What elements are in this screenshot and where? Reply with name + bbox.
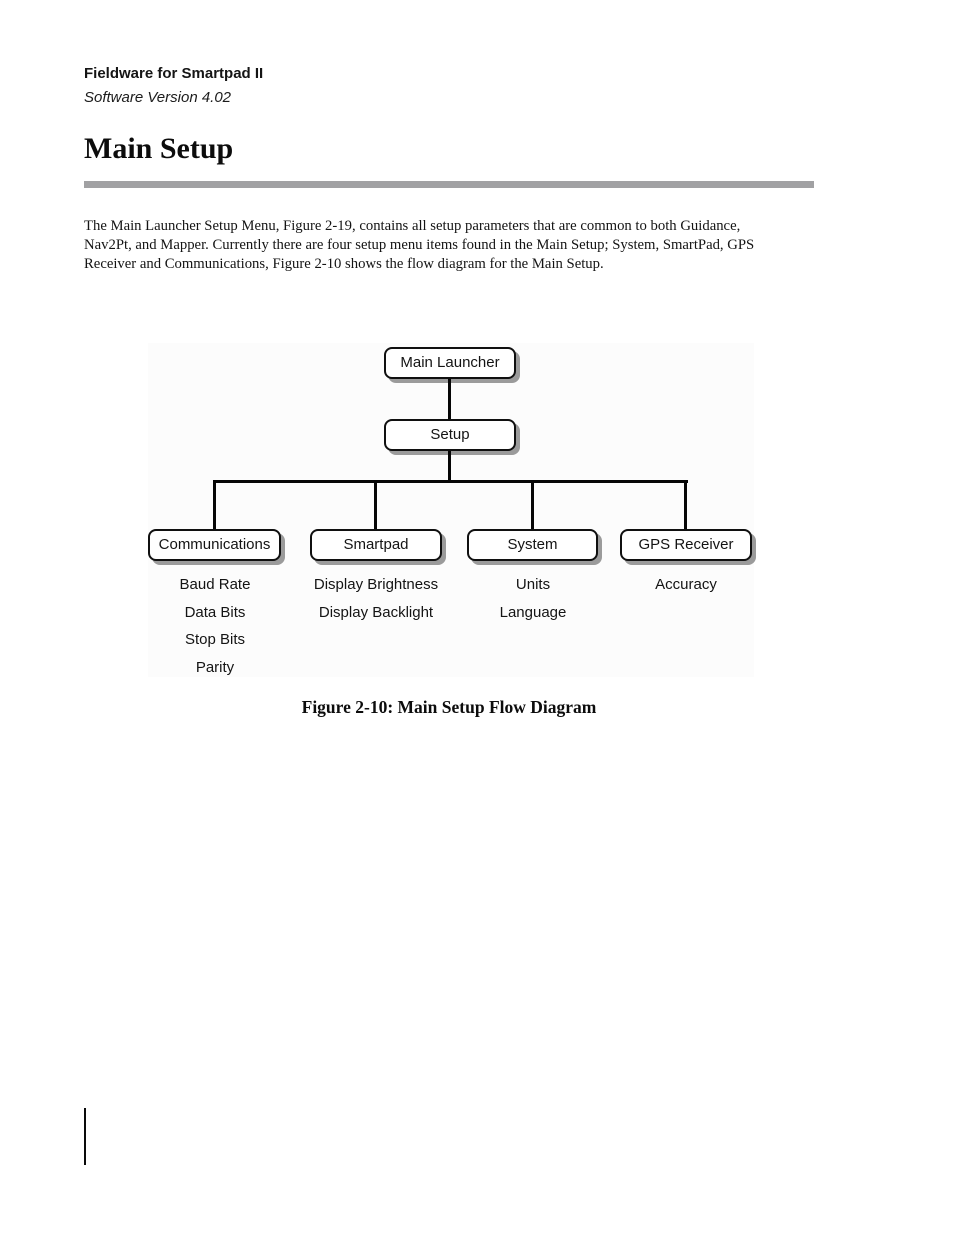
item-parity: Parity <box>195 658 235 676</box>
page-title: Main Setup <box>84 132 234 165</box>
item-data-bits: Data Bits <box>184 603 246 621</box>
item-display-brightness: Display Brightness <box>313 576 439 593</box>
main-setup-flow-diagram: Main Launcher Setup Communications Smart… <box>148 343 754 677</box>
item-language: Language <box>499 603 567 621</box>
items-gps-receiver: Accuracy <box>601 571 771 599</box>
title-rule <box>84 181 814 188</box>
item-display-backlight: Display Backlight <box>318 603 434 621</box>
connector-root-to-setup <box>448 379 451 419</box>
items-communications: Baud Rate Data Bits Stop Bits Parity <box>130 571 300 681</box>
page-header: Fieldware for Smartpad II Software Versi… <box>84 65 263 106</box>
node-system: System <box>467 529 598 561</box>
software-version: Software Version 4.02 <box>84 89 232 106</box>
item-accuracy: Accuracy <box>655 576 717 593</box>
connector-setup-stem <box>448 451 451 480</box>
product-name: Fieldware for Smartpad II <box>84 65 264 82</box>
intro-line: The Main Launcher Setup Menu, Figure 2-1… <box>84 218 741 234</box>
node-setup: Setup <box>384 419 516 451</box>
connector-drop-gps-receiver <box>684 480 687 529</box>
connector-horizontal-bar <box>213 480 688 483</box>
item-stop-bits: Stop Bits <box>184 631 246 648</box>
node-main-launcher: Main Launcher <box>384 347 516 379</box>
item-baud-rate: Baud Rate <box>179 576 251 593</box>
intro-paragraph: The Main Launcher Setup Menu, Figure 2-1… <box>84 217 824 274</box>
node-smartpad: Smartpad <box>310 529 442 561</box>
items-smartpad: Display Brightness Display Backlight <box>291 571 461 626</box>
margin-mark-line <box>84 1108 86 1165</box>
connector-drop-smartpad <box>374 480 377 529</box>
items-system: Units Language <box>448 571 618 626</box>
node-communications: Communications <box>148 529 281 561</box>
item-units: Units <box>515 576 551 593</box>
node-gps-receiver: GPS Receiver <box>620 529 752 561</box>
intro-line: Nav2Pt, and Mapper. Currently there are … <box>84 237 755 253</box>
intro-line: Receiver and Communications, Figure 2-10… <box>84 256 604 272</box>
connector-drop-system <box>531 480 534 529</box>
connector-drop-communications <box>213 480 216 529</box>
figure-caption: Figure 2-10: Main Setup Flow Diagram <box>301 697 597 717</box>
